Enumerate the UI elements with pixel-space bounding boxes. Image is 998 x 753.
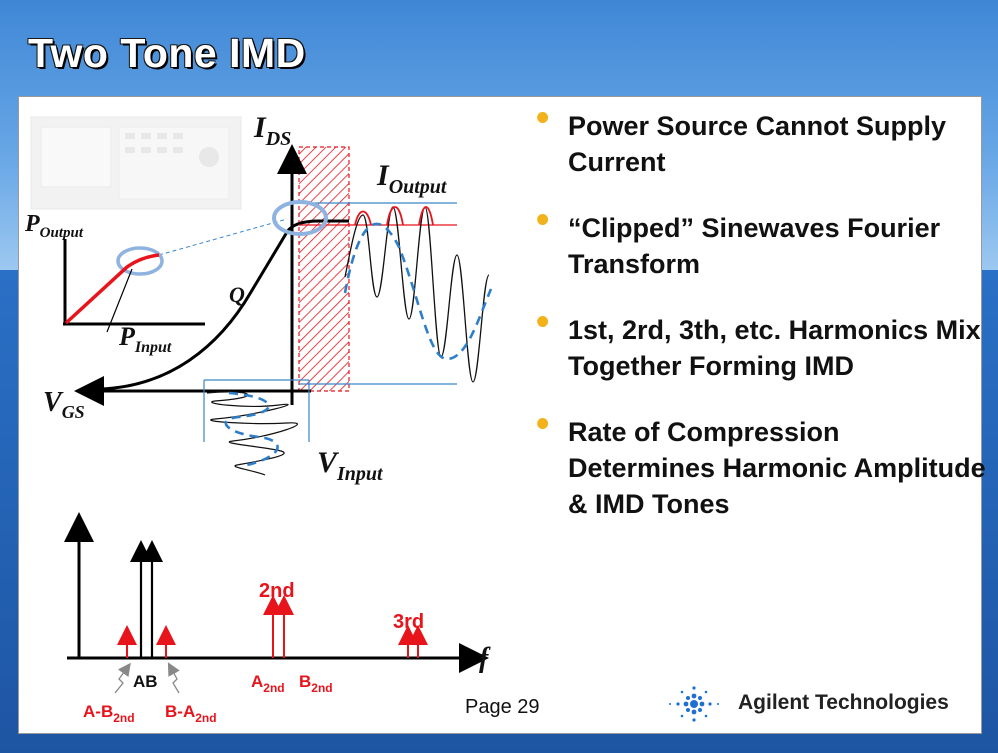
third-harmonic-label: 3rd	[393, 611, 424, 633]
small-compression-circle	[116, 246, 164, 276]
inset-curve	[64, 253, 160, 325]
bullet-dot: •	[536, 199, 550, 241]
output-envelope	[343, 222, 493, 361]
slide-title: Two Tone IMD	[28, 30, 306, 76]
ab-label: AB	[133, 672, 158, 691]
pointer-left	[114, 662, 131, 694]
zoom-dashed-line	[158, 218, 288, 256]
a-minus-b-label: A-B2nd	[83, 702, 135, 725]
a-2nd-label: A2nd	[251, 672, 285, 695]
ioutput-label: IOutput	[376, 159, 448, 198]
q-point-label: Q	[229, 282, 245, 307]
inset-pointer	[106, 268, 133, 333]
b-minus-a-label: B-A2nd	[165, 702, 217, 725]
spectrum-plot	[64, 512, 489, 694]
input-two-tone-wave	[206, 391, 298, 476]
company-name: Agilent Technologies	[738, 691, 949, 714]
agilent-spark-icon	[669, 686, 719, 722]
ids-label: IDS	[253, 111, 291, 150]
page-number: Page 29	[465, 696, 540, 718]
bullet-item: •Rate of Compression Determines Harmonic…	[536, 403, 986, 519]
input-envelope	[224, 391, 279, 467]
instrument-image	[30, 116, 242, 210]
b-2nd-label: B2nd	[299, 672, 333, 695]
bullet-item: •“Clipped” Sinewaves Fourier Transform	[536, 199, 941, 279]
bullet-list: •Power Source Cannot Supply Current •“Cl…	[516, 97, 986, 552]
bullet-item: •Power Source Cannot Supply Current	[536, 97, 947, 177]
second-harmonic-label: 2nd	[259, 580, 295, 602]
bullet-dot: •	[536, 301, 550, 343]
output-red-peaks	[354, 206, 434, 226]
poutput-label: POutput	[24, 211, 84, 241]
clipping-region	[298, 146, 350, 392]
bullet-dot: •	[536, 97, 550, 139]
imd-diagram: IDS IOutput VGS VInput POutput PInput Q …	[24, 111, 493, 725]
content-panel: IDS IOutput VGS VInput POutput PInput Q …	[18, 96, 982, 734]
bullet-item: •1st, 2rd, 3th, etc. Harmonics Mix Toget…	[536, 301, 981, 381]
vgs-label: VGS	[43, 387, 85, 422]
compression-circle	[272, 200, 328, 236]
pinput-label: PInput	[118, 322, 172, 356]
pointer-right	[167, 662, 180, 694]
f-axis-label: f	[479, 643, 491, 674]
vinput-label: VInput	[317, 446, 384, 485]
bullet-dot: •	[536, 403, 550, 445]
transfer-curve	[98, 219, 349, 391]
output-two-tone-wave	[344, 206, 490, 383]
